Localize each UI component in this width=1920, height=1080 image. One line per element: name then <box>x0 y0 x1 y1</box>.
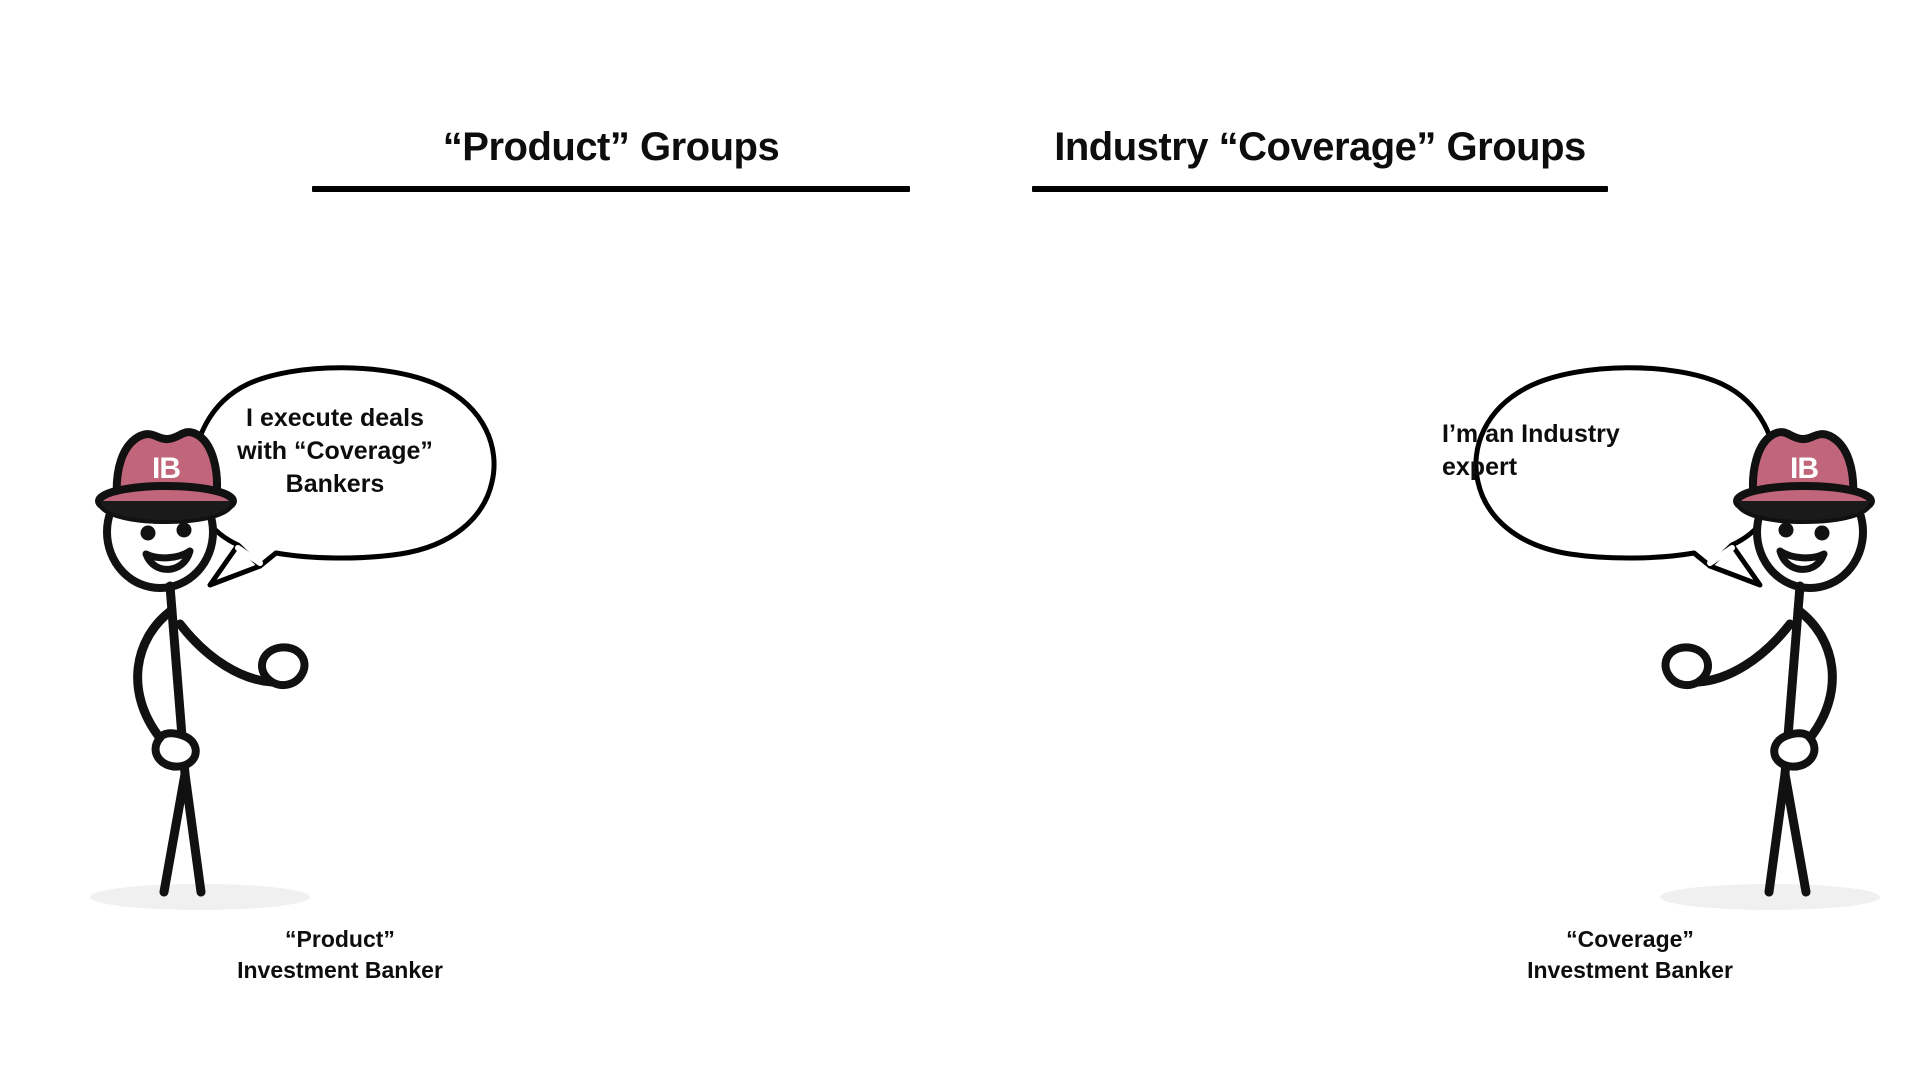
caption-coverage-banker: “Coverage” Investment Banker <box>1527 926 1733 984</box>
eye-left-icon <box>140 525 156 541</box>
caption-product-banker: “Product” Investment Banker <box>237 926 443 984</box>
stick-figure-coverage-svg: IB <box>1473 365 1880 910</box>
mouth-icon <box>142 547 194 573</box>
hand-hip-icon <box>1770 729 1819 771</box>
speech-text-coverage: I’m an Industry expert <box>1442 420 1620 481</box>
eye-right-icon <box>176 522 192 538</box>
heading-coverage-groups: Industry “Coverage” Groups <box>1054 125 1586 169</box>
mouth-icon <box>1776 547 1828 573</box>
figure-product-banker: IB I execute deals with “Coverage” Banke… <box>60 365 620 1010</box>
leg-right-icon <box>1764 769 1790 897</box>
arm-extended-icon <box>1693 619 1795 687</box>
ground-shadow-icon <box>1660 884 1880 910</box>
leg-left-icon <box>159 769 190 897</box>
arm-extended-icon <box>175 619 277 687</box>
arm-hip-icon <box>1793 605 1837 743</box>
leg-right-icon <box>180 769 206 897</box>
speech-text-product: I execute deals with “Coverage” Bankers <box>237 404 433 498</box>
hand-hip-icon <box>151 729 200 771</box>
eye-left-icon <box>1814 525 1830 541</box>
leg-left-icon <box>1780 769 1811 897</box>
speech-bubble-right-icon <box>1473 365 1780 588</box>
heading-rule-left <box>312 186 910 192</box>
figure-coverage-banker: IB I’m an Industry expert “Coverage” Inv… <box>1350 365 1910 1010</box>
arm-hip-icon <box>133 605 177 743</box>
hat-monogram-left: IB <box>152 452 180 485</box>
stick-figure-product-svg: IB <box>90 365 497 910</box>
eye-right-icon <box>1778 522 1794 538</box>
ground-shadow-icon <box>90 884 310 910</box>
heading-product-groups: “Product” Groups <box>442 125 780 169</box>
heading-rule-right <box>1032 186 1608 192</box>
hand-extended-icon <box>1661 643 1712 690</box>
hat-monogram-right: IB <box>1790 452 1818 485</box>
hand-extended-icon <box>258 643 309 690</box>
